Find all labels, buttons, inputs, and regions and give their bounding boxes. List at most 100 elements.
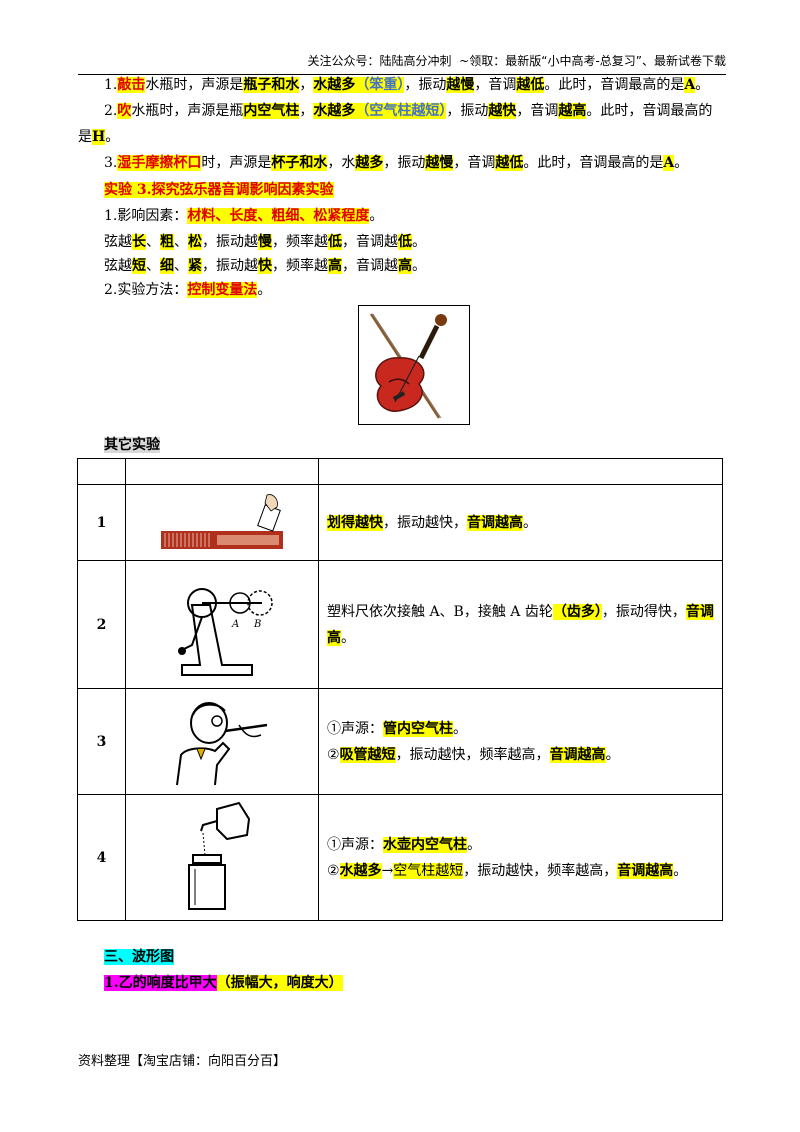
text: 弦越 <box>104 258 132 274</box>
text: 水瓶时，声源是 <box>145 77 244 93</box>
text: ， <box>299 103 314 119</box>
exp3-row-low: 弦越长、粗、松，振动越慢，频率越低，音调越低。 <box>104 232 426 252</box>
keyword-rub: 湿手摩擦杯口 <box>117 155 202 171</box>
line-number: 3. <box>104 155 118 171</box>
kw: 短 <box>132 258 146 274</box>
kw: 高 <box>328 258 342 274</box>
line-blow-bottle: 2.吹水瓶时，声源是瓶内空气柱，水越多（空气柱越短），振动越快，音调越高。此时，… <box>104 101 712 121</box>
kw: 长 <box>132 234 146 250</box>
text: 。 <box>673 862 688 879</box>
keyword-low: 越低 <box>495 155 524 171</box>
keyword-more-water: 水越多 <box>313 77 356 93</box>
text: ，频率越 <box>272 258 328 274</box>
text: 、 <box>174 234 188 250</box>
keyword-blow: 吹 <box>117 103 132 119</box>
kw: 快 <box>258 258 272 274</box>
keyword-source: 杯子和水 <box>271 155 328 171</box>
text: 水瓶时，声源是瓶 <box>131 103 244 119</box>
kw: 管内空气柱 <box>383 720 453 737</box>
text: 。此时，音调最高的 <box>586 103 713 119</box>
section-waveform-title: 三、波形图 <box>104 946 174 966</box>
keyword-knock: 敲击 <box>117 77 146 93</box>
line-blow-bottle-cont: 是H。 <box>78 127 119 147</box>
text: ， <box>299 77 314 93</box>
keyword-low: 越低 <box>516 77 545 93</box>
text: 。 <box>369 208 384 224</box>
header-left: 关注公众号：陆陆高分冲刺 <box>307 54 452 68</box>
keyword-heavy: （笨重） <box>355 77 405 93</box>
keyword-method: 控制变量法 <box>187 282 258 298</box>
exp3-row-high: 弦越短、细、紧，振动越快，频率越高，音调越高。 <box>104 256 426 276</box>
kw: 粗 <box>160 234 174 250</box>
exp3-title: 实验 3.探究弦乐器音调影响因素实验 <box>104 180 334 200</box>
violin-image <box>358 305 470 425</box>
header-right: ~领取：最新版“小中高考-总复习”、最新试卷下载 <box>459 54 726 68</box>
other-experiments-title: 其它实验 <box>104 434 160 454</box>
text: 。此时，音调最高的是 <box>544 77 685 93</box>
kw: 音调越高 <box>549 746 606 763</box>
text: ①声源： <box>327 836 383 853</box>
sub-paren: （振幅大，响度大） <box>216 975 343 991</box>
keyword-more: 越多 <box>355 155 384 171</box>
text: ，振动越快，频率越高， <box>463 862 618 879</box>
text: 。 <box>467 836 481 853</box>
text: 。 <box>105 129 120 145</box>
text: ② <box>327 862 340 879</box>
text: 弦越 <box>104 234 132 250</box>
row-description: 划得越快，振动越快，音调越高。 <box>318 484 723 561</box>
desc-line: ②水越多→空气柱越短，振动越快，频率越高，音调越高。 <box>327 858 714 884</box>
keyword-fast: 越快 <box>488 103 517 119</box>
kw: （齿多） <box>552 603 602 620</box>
text: 塑料尺依次接触 A、B，接触 A 齿轮 <box>327 603 553 620</box>
line-number: 1. <box>104 77 118 93</box>
text: 。此时，音调最高的是 <box>523 155 664 171</box>
row-image <box>125 484 319 561</box>
row-description: ①声源：管内空气柱。 ②吸管越短，振动越快，频率越高，音调越高。 <box>318 688 723 795</box>
table-row: 3 ①声源：管内空气柱。 ②吸管越短，振动越快，频率越高，音调越高。 <box>77 688 723 795</box>
text: ，音调越 <box>342 234 398 250</box>
row-number: 2 <box>77 560 126 689</box>
text: ①声源： <box>327 720 383 737</box>
table-row: 4 ①声源：水壶内空气柱。 ②水越多→空气柱越短，振动越快，频率越高，音调越高。 <box>77 794 723 921</box>
text: 。 <box>674 155 689 171</box>
experiments-table: 1 划得越快，振动越快，音调越高。 2 <box>77 458 723 921</box>
text: ，振动 <box>446 103 489 119</box>
text: 。 <box>412 234 426 250</box>
keyword-shorter-column: （空气柱越短） <box>355 103 447 119</box>
text: ，音调 <box>516 103 559 119</box>
table-row: 2 A B 塑料尺依次接触 A、B，接触 A 齿轮（齿多），振动得快，音调 高。 <box>77 560 723 689</box>
text: 。 <box>257 282 272 298</box>
kw: 音调越高 <box>467 514 523 531</box>
exp3-method: 2.实验方法：控制变量法。 <box>104 280 271 300</box>
text: ，振动越 <box>202 234 258 250</box>
text: ，振动越快，频率越高， <box>395 746 550 763</box>
kettle-bottle-icon <box>188 801 251 910</box>
header-cell <box>318 458 723 485</box>
text: 1.影响因素： <box>104 208 188 224</box>
keyword-source: 瓶子和水 <box>243 77 300 93</box>
keyword-factors: 材料、长度、粗细、松紧程度 <box>187 208 370 224</box>
answer-a: A <box>663 155 675 171</box>
row-description: ①声源：水壶内空气柱。 ②水越多→空气柱越短，振动越快，频率越高，音调越高。 <box>318 794 723 921</box>
gear-wheel-icon: A B <box>178 587 273 676</box>
sub-text: 1.乙的响度比甲大 <box>104 975 217 991</box>
row-number: 1 <box>77 484 126 561</box>
text: ，振动 <box>404 77 447 93</box>
text: ，音调越 <box>342 258 398 274</box>
kw: 慢 <box>258 234 272 250</box>
text: ，音调 <box>474 77 517 93</box>
line-number: 2. <box>104 103 118 119</box>
desc-line: ②吸管越短，振动越快，频率越高，音调越高。 <box>327 742 714 768</box>
keyword-high: 越高 <box>558 103 587 119</box>
text: 2.实验方法： <box>104 282 188 298</box>
kw: 音调 <box>685 603 714 620</box>
line-knock-bottle: 1.敲击水瓶时，声源是瓶子和水，水越多（笨重），振动越慢，音调越低。此时，音调最… <box>104 75 709 95</box>
kw: 低 <box>398 234 412 250</box>
text: 时，声源是 <box>201 155 272 171</box>
arrow: → <box>381 862 394 879</box>
desc-line: 高。 <box>327 625 714 651</box>
text: 。 <box>453 720 467 737</box>
keyword-more-water: 水越多 <box>313 103 356 119</box>
text: 。 <box>695 77 710 93</box>
text: ，振动越 <box>202 258 258 274</box>
